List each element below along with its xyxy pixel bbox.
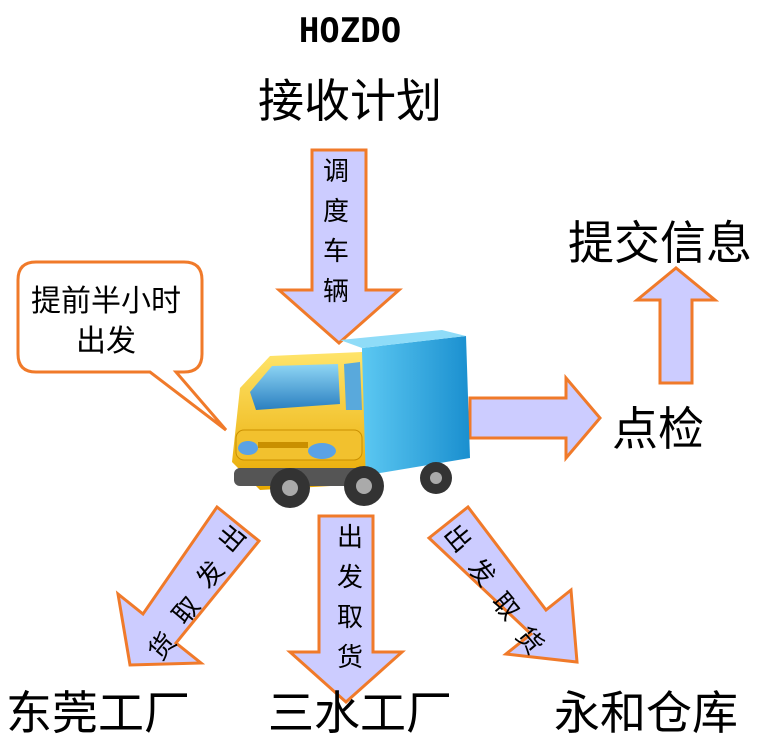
destination-dongguan: 东莞工厂 — [6, 686, 190, 740]
pickup-char: 出 — [213, 519, 253, 559]
pickup-char: 发 — [461, 553, 501, 593]
dispatch-arrow — [275, 148, 403, 346]
receive-plan-label: 接收计划 — [258, 74, 442, 128]
dispatch-char: 车 — [322, 237, 349, 267]
dispatch-arrow-text: 调 度 车 辆 — [319, 152, 353, 312]
speech-bubble — [16, 260, 228, 432]
pickup-char: 货 — [143, 627, 183, 667]
submit-info-label: 提交信息 — [568, 216, 752, 270]
brand-title: HOZDO — [298, 11, 402, 51]
pickup-arrow-right-text: 出 发 取 货 — [437, 519, 558, 670]
dispatch-char: 调 — [322, 157, 349, 187]
pickup-char: 出 — [437, 519, 477, 559]
pickup-char: 货 — [509, 621, 549, 661]
pickup-char: 取 — [336, 603, 363, 633]
pickup-char: 出 — [336, 523, 363, 553]
check-label: 点检 — [612, 402, 704, 456]
to-submit-arrow — [632, 266, 720, 385]
pickup-arrow-center-text: 出 发 取 货 — [333, 518, 367, 678]
pickup-char: 取 — [485, 587, 525, 627]
pickup-arrow-left-text: 出 发 取 货 — [140, 519, 260, 670]
dispatch-char: 度 — [322, 197, 349, 227]
destination-yonghe: 永和仓库 — [554, 686, 738, 740]
pickup-char: 货 — [336, 643, 363, 673]
pickup-char: 发 — [191, 555, 231, 595]
pickup-char: 发 — [336, 563, 363, 593]
pickup-arrow-left — [115, 504, 262, 667]
pickup-arrow-right — [426, 504, 579, 664]
delivery-truck-icon — [232, 330, 470, 508]
pickup-char: 取 — [167, 591, 207, 631]
to-check-arrow — [468, 373, 602, 463]
dispatch-char: 辆 — [322, 277, 349, 307]
pickup-arrow-center — [286, 514, 406, 705]
bubble-text: 提前半小时出发 — [31, 284, 181, 359]
destination-sanshui: 三水工厂 — [268, 686, 452, 740]
